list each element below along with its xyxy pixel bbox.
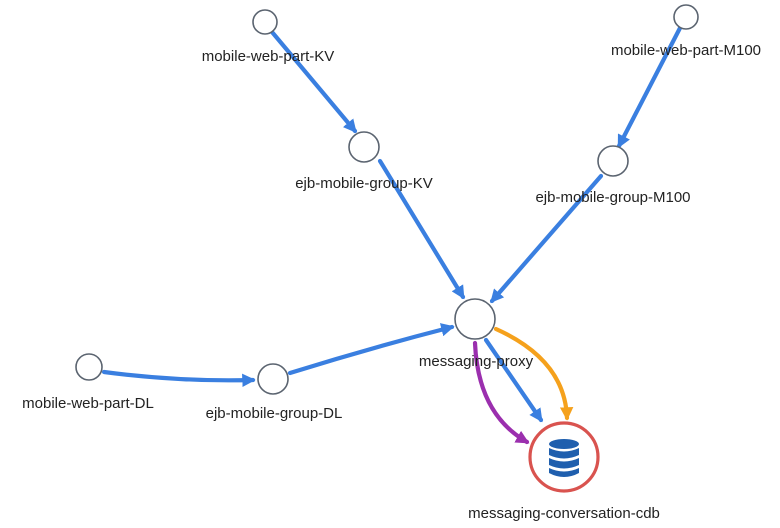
edge-mobile-web-part-dl-to-ejb-mobile-group-dl[interactable]	[101, 369, 256, 388]
circle-icon	[597, 145, 629, 177]
node-label: ejb-mobile-group-DL	[206, 405, 343, 422]
edge-ejb-mobile-group-dl-to-messaging-proxy[interactable]	[287, 323, 455, 376]
node-label: mobile-web-part-KV	[202, 48, 335, 65]
circle-icon	[257, 363, 289, 395]
edge-messaging-proxy-to-messaging-conversation-cdb-purple[interactable]	[472, 340, 530, 445]
circle-icon	[75, 353, 103, 381]
node-label: messaging-proxy	[419, 353, 534, 370]
node-label: ejb-mobile-group-KV	[295, 175, 433, 192]
node-mobile-web-part-m100[interactable]: mobile-web-part-M100	[611, 4, 761, 59]
node-label: messaging-conversation-cdb	[468, 505, 660, 522]
node-ejb-mobile-group-kv[interactable]: ejb-mobile-group-KV	[295, 131, 433, 192]
edge-mobile-web-part-kv-to-ejb-mobile-group-kv[interactable]	[269, 29, 358, 134]
node-mobile-web-part-kv[interactable]: mobile-web-part-KV	[202, 9, 335, 65]
node-ejb-mobile-group-m100[interactable]: ejb-mobile-group-M100	[535, 145, 691, 206]
node-label: ejb-mobile-group-M100	[535, 189, 690, 206]
edge-messaging-proxy-to-messaging-conversation-cdb-blue[interactable]	[483, 337, 544, 423]
circle-icon	[454, 298, 496, 340]
edge-ejb-mobile-group-kv-to-messaging-proxy[interactable]	[377, 158, 466, 300]
edge-ejb-mobile-group-m100-to-messaging-proxy[interactable]	[489, 173, 604, 304]
database-icon	[549, 439, 579, 477]
circle-icon	[252, 9, 278, 35]
node-label: mobile-web-part-M100	[611, 42, 761, 59]
edges-layer	[101, 25, 683, 445]
nodes-layer: mobile-web-part-KV mobile-web-part-M100 …	[22, 4, 761, 522]
circle-icon	[673, 4, 699, 30]
edge-mobile-web-part-m100-to-ejb-mobile-group-m100[interactable]	[616, 25, 683, 149]
node-mobile-web-part-dl[interactable]: mobile-web-part-DL	[22, 353, 154, 412]
node-messaging-conversation-cdb[interactable]: messaging-conversation-cdb	[468, 421, 660, 522]
circle-icon	[348, 131, 380, 163]
node-messaging-proxy[interactable]: messaging-proxy	[419, 298, 534, 370]
node-ejb-mobile-group-dl[interactable]: ejb-mobile-group-DL	[206, 363, 343, 422]
node-label: mobile-web-part-DL	[22, 395, 154, 412]
edge-messaging-proxy-to-messaging-conversation-cdb-orange[interactable]	[493, 326, 574, 421]
